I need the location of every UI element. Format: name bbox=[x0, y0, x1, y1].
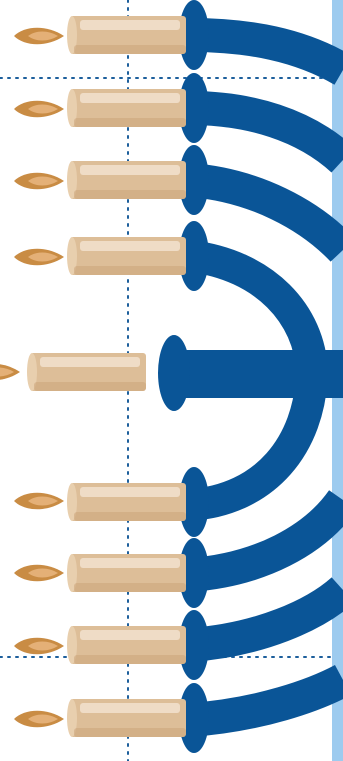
candle-icon bbox=[14, 237, 186, 275]
arm-center bbox=[172, 350, 343, 398]
flame-icon bbox=[14, 711, 64, 728]
candle-icon bbox=[14, 554, 186, 592]
flame-icon bbox=[14, 173, 64, 190]
candle-icon bbox=[14, 89, 186, 127]
arm-8 bbox=[190, 590, 343, 645]
arm-2 bbox=[190, 108, 343, 160]
flame-icon bbox=[14, 638, 64, 655]
cup-5 bbox=[158, 335, 190, 411]
arm-9 bbox=[190, 680, 343, 720]
flame-icon bbox=[14, 249, 64, 266]
arm-3 bbox=[190, 180, 343, 250]
flame-icon bbox=[14, 28, 64, 45]
arm-1 bbox=[190, 35, 343, 70]
candle-icon bbox=[14, 699, 186, 737]
candle-icon-center bbox=[0, 353, 146, 391]
candle-icon bbox=[14, 626, 186, 664]
candle-icon bbox=[14, 483, 186, 521]
flame-icon bbox=[0, 364, 20, 381]
flame-icon bbox=[14, 565, 64, 582]
candle-icon bbox=[14, 16, 186, 54]
candle-icon bbox=[14, 161, 186, 199]
flame-icon bbox=[14, 493, 64, 510]
flame-icon bbox=[14, 101, 64, 118]
